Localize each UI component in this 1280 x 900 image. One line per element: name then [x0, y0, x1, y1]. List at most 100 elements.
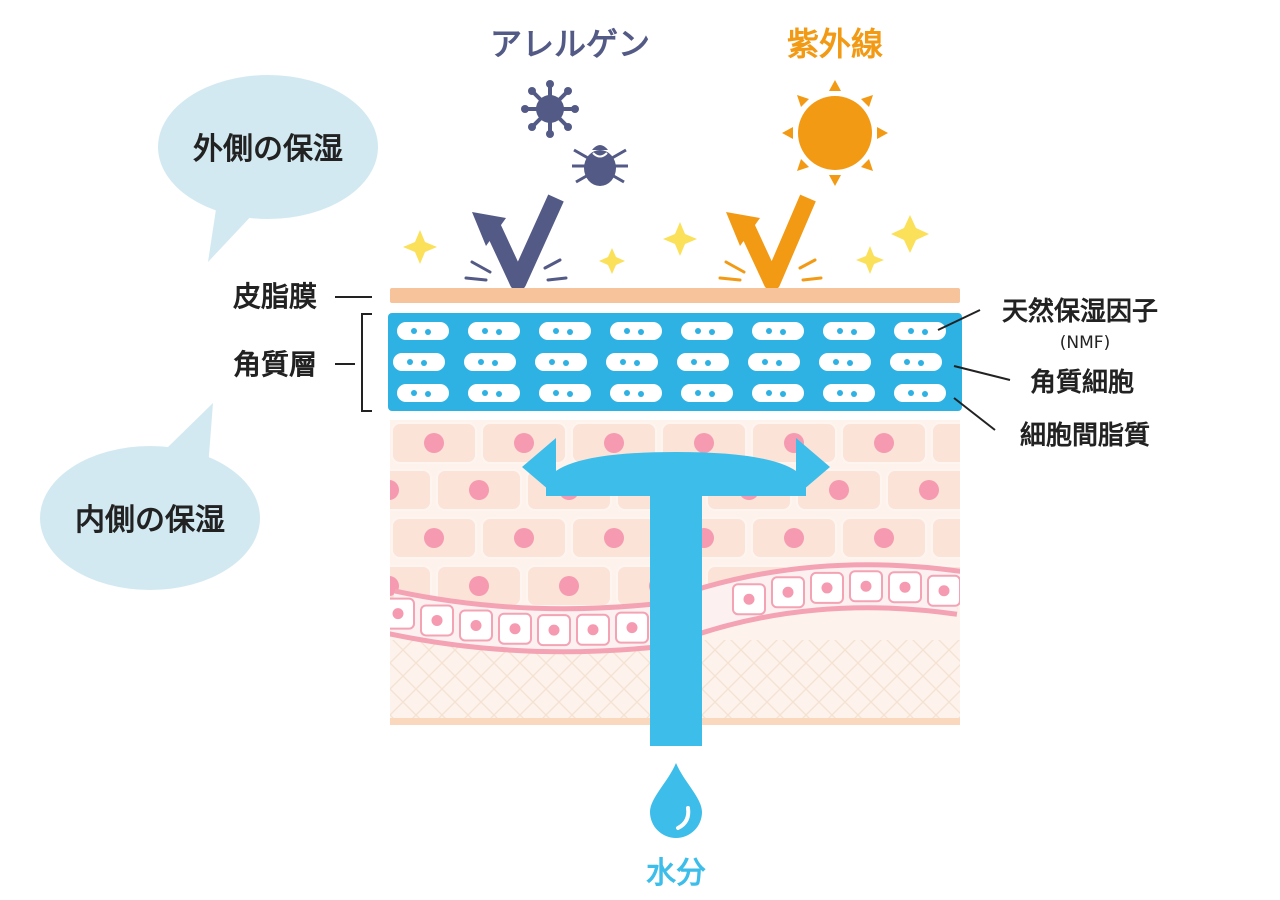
nmf-dot [705, 360, 711, 366]
cell-nucleus [782, 586, 794, 598]
allergen-label: アレルゲン [490, 25, 650, 63]
cell-nucleus [821, 582, 833, 594]
cell-nucleus [938, 585, 950, 597]
cell-nucleus [469, 576, 489, 596]
corneocyte [397, 322, 449, 340]
uv-label: 紫外線 [787, 25, 883, 63]
nmf-dot [496, 329, 502, 335]
lipid-label: 細胞間脂質 [1020, 420, 1150, 451]
nmf-dot [922, 391, 928, 397]
sparkles [403, 215, 929, 274]
nmf-dot [482, 328, 488, 334]
nmf-dot [411, 328, 417, 334]
outer-moisture-bubble: 外側の保湿 [158, 75, 378, 262]
cell-nucleus [899, 581, 911, 593]
sun-icon [782, 80, 888, 186]
nmf-label: 天然保湿因子 [1002, 296, 1158, 327]
cell-nucleus [964, 528, 984, 548]
allergen-deflect-arrow [464, 194, 568, 291]
nmf-dot [766, 328, 772, 334]
corneocyte-leader-line [953, 365, 1011, 381]
cell-nucleus [604, 528, 624, 548]
cell-nucleus [509, 623, 521, 635]
corneocyte [681, 322, 733, 340]
nmf-dot [624, 390, 630, 396]
corneocyte [535, 353, 587, 371]
inner-moisture-bubble: 内側の保湿 [40, 403, 260, 590]
uv-deflect-arrow [718, 194, 823, 291]
nmf-dot [691, 359, 697, 365]
sebum-layer [390, 288, 960, 303]
cell-nucleus [784, 528, 804, 548]
nmf-dot [709, 329, 715, 335]
cell-nucleus [743, 593, 755, 605]
nmf-leader-line [937, 309, 981, 331]
corneocyte [819, 353, 871, 371]
water-arrow [522, 438, 830, 746]
sebum-label: 皮脂膜 [233, 280, 317, 313]
cell-nucleus [874, 433, 894, 453]
cell-nucleus [604, 433, 624, 453]
cell-nucleus [860, 580, 872, 592]
cell-nucleus [424, 528, 444, 548]
nmf-dot [638, 391, 644, 397]
nmf-dot [567, 329, 573, 335]
nmf-dot [922, 329, 928, 335]
lipid-leader-line [953, 397, 996, 431]
stratum-corneum-layer [388, 313, 962, 411]
nmf-dot [709, 391, 715, 397]
nmf-dot [908, 390, 914, 396]
cell-nucleus [919, 480, 939, 500]
nmf-dot [837, 390, 843, 396]
nmf-dot [407, 359, 413, 365]
nmf-dot [638, 329, 644, 335]
stratum-label: 角質層 [233, 348, 317, 381]
nmf-dot [624, 328, 630, 334]
water-label: 水分 [646, 856, 706, 891]
corneocyte [393, 353, 445, 371]
cell-nucleus [694, 433, 714, 453]
corneocyte [748, 353, 800, 371]
cell-nucleus [424, 433, 444, 453]
cell-nucleus [392, 608, 404, 620]
nmf-dot [847, 360, 853, 366]
corneocyte [468, 322, 520, 340]
nmf-dot [766, 390, 772, 396]
nmf-dot [851, 329, 857, 335]
corneocyte [610, 322, 662, 340]
nmf-dot [780, 329, 786, 335]
nmf-dot [482, 390, 488, 396]
corneocyte [677, 353, 729, 371]
nmf-dot [837, 328, 843, 334]
cell-nucleus [431, 614, 443, 626]
outer-moisture-label: 外側の保湿 [193, 132, 343, 167]
mite-icon [572, 145, 628, 186]
nmf-dot [411, 390, 417, 396]
corneocyte [823, 384, 875, 402]
corneocyte [539, 322, 591, 340]
corneocyte [823, 322, 875, 340]
cell-nucleus [390, 480, 399, 500]
nmf-dot [563, 360, 569, 366]
cell-nucleus [829, 480, 849, 500]
corneocyte [752, 384, 804, 402]
corneocyte [468, 384, 520, 402]
corneocyte [610, 384, 662, 402]
nmf-dot [762, 359, 768, 365]
corneocyte-label: 角質細胞 [1030, 367, 1134, 398]
epidermal-cell [931, 517, 960, 559]
nmf-dot [425, 391, 431, 397]
nmf-dot [549, 359, 555, 365]
nmf-dot [780, 391, 786, 397]
nmf-dot [496, 391, 502, 397]
nmf-dot [833, 359, 839, 365]
nmf-dot [620, 359, 626, 365]
nmf-dot [634, 360, 640, 366]
nmf-sub-label: (NMF) [1060, 333, 1110, 353]
epidermal-cell [390, 469, 432, 511]
nmf-dot [553, 328, 559, 334]
nmf-dot [478, 359, 484, 365]
cell-nucleus [587, 624, 599, 636]
nmf-dot [425, 329, 431, 335]
